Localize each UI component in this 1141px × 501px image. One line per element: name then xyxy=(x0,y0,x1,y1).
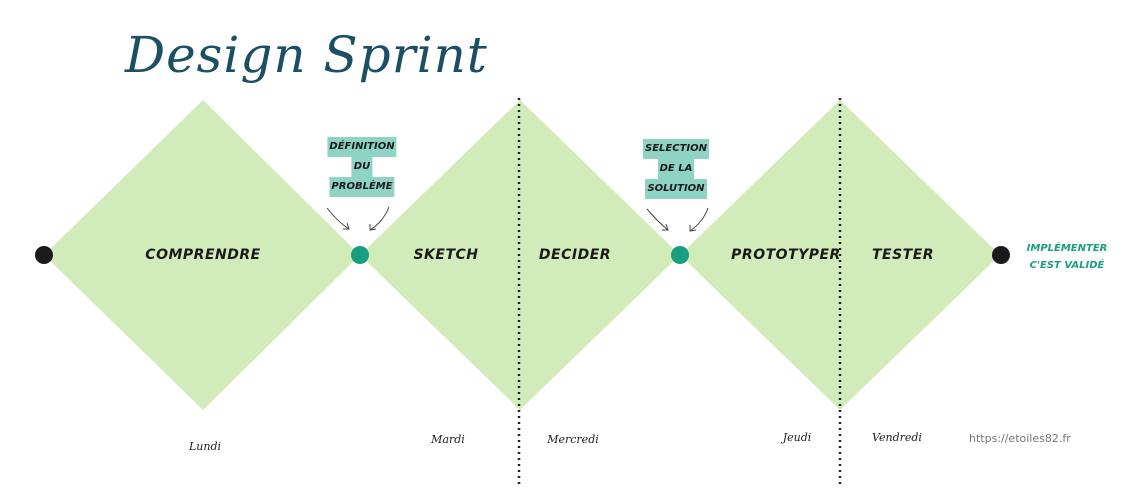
arrow-icon xyxy=(326,207,350,230)
note-definition-probleme: Définition du problème xyxy=(327,137,397,197)
end-dot xyxy=(992,246,1010,264)
website-url: https://etoiles82.fr xyxy=(969,432,1071,445)
day-vendredi: Vendredi xyxy=(872,431,922,444)
note-line: Définition xyxy=(327,137,397,157)
page-title: Design Sprint xyxy=(125,26,488,84)
arrow-icon xyxy=(369,206,390,231)
note-line: du xyxy=(351,157,373,177)
arrow-icon xyxy=(689,207,709,232)
day-jeudi: Jeudi xyxy=(782,431,812,444)
note-line: problème xyxy=(329,177,395,197)
phase-tester: tester xyxy=(871,247,935,263)
note-line: solution xyxy=(645,179,707,199)
note-line: selection xyxy=(643,139,709,159)
arrow-icon xyxy=(646,208,669,231)
start-dot xyxy=(35,246,53,264)
note-line: de la xyxy=(657,159,695,179)
phase-sketch: Sketch xyxy=(413,247,479,263)
selection-dot xyxy=(671,246,689,264)
end-label-line: Implémenter xyxy=(1026,243,1108,254)
note-selection-solution: selection de la solution xyxy=(643,139,709,199)
day-mercredi: Mercredi xyxy=(547,433,599,446)
phase-comprendre: Comprendre xyxy=(145,247,261,263)
end-label-line: c'est validé xyxy=(1029,260,1105,271)
phase-decider: Decider xyxy=(538,247,612,263)
phase-prototyper: Prototyper xyxy=(731,247,841,263)
day-mardi: Mardi xyxy=(431,433,465,446)
diamond-comprendre xyxy=(44,100,360,410)
end-label: Implémenter c'est validé xyxy=(1027,240,1108,274)
day-lundi: Lundi xyxy=(188,440,222,453)
definition-dot xyxy=(351,246,369,264)
